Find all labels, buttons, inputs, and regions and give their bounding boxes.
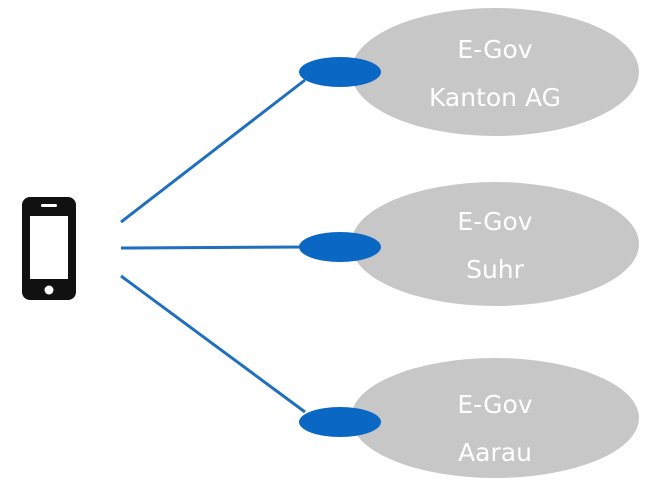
node-ellipse — [351, 8, 639, 136]
node-suhr: E-Gov Suhr — [351, 182, 639, 306]
node-ellipse — [351, 182, 639, 306]
endpoint-kanton-ag — [299, 57, 381, 87]
endpoint-aarau — [299, 407, 381, 437]
node-aarau: E-Gov Aarau — [351, 358, 639, 478]
connector-line-kanton-ag — [120, 78, 306, 224]
node-label-line2: Aarau — [458, 438, 532, 467]
smartphone-icon — [22, 197, 76, 300]
node-label-line1: E-Gov — [457, 207, 532, 236]
node-ellipse — [351, 358, 639, 478]
node-label-line2: Suhr — [466, 255, 525, 284]
connector-line-suhr — [120, 245, 306, 250]
node-label-line1: E-Gov — [457, 35, 532, 64]
connector-line-aarau — [120, 274, 306, 414]
node-kanton-ag: E-Gov Kanton AG — [351, 8, 639, 136]
endpoint-suhr — [299, 232, 381, 262]
node-label-line1: E-Gov — [457, 390, 532, 419]
node-label-line2: Kanton AG — [429, 83, 561, 112]
